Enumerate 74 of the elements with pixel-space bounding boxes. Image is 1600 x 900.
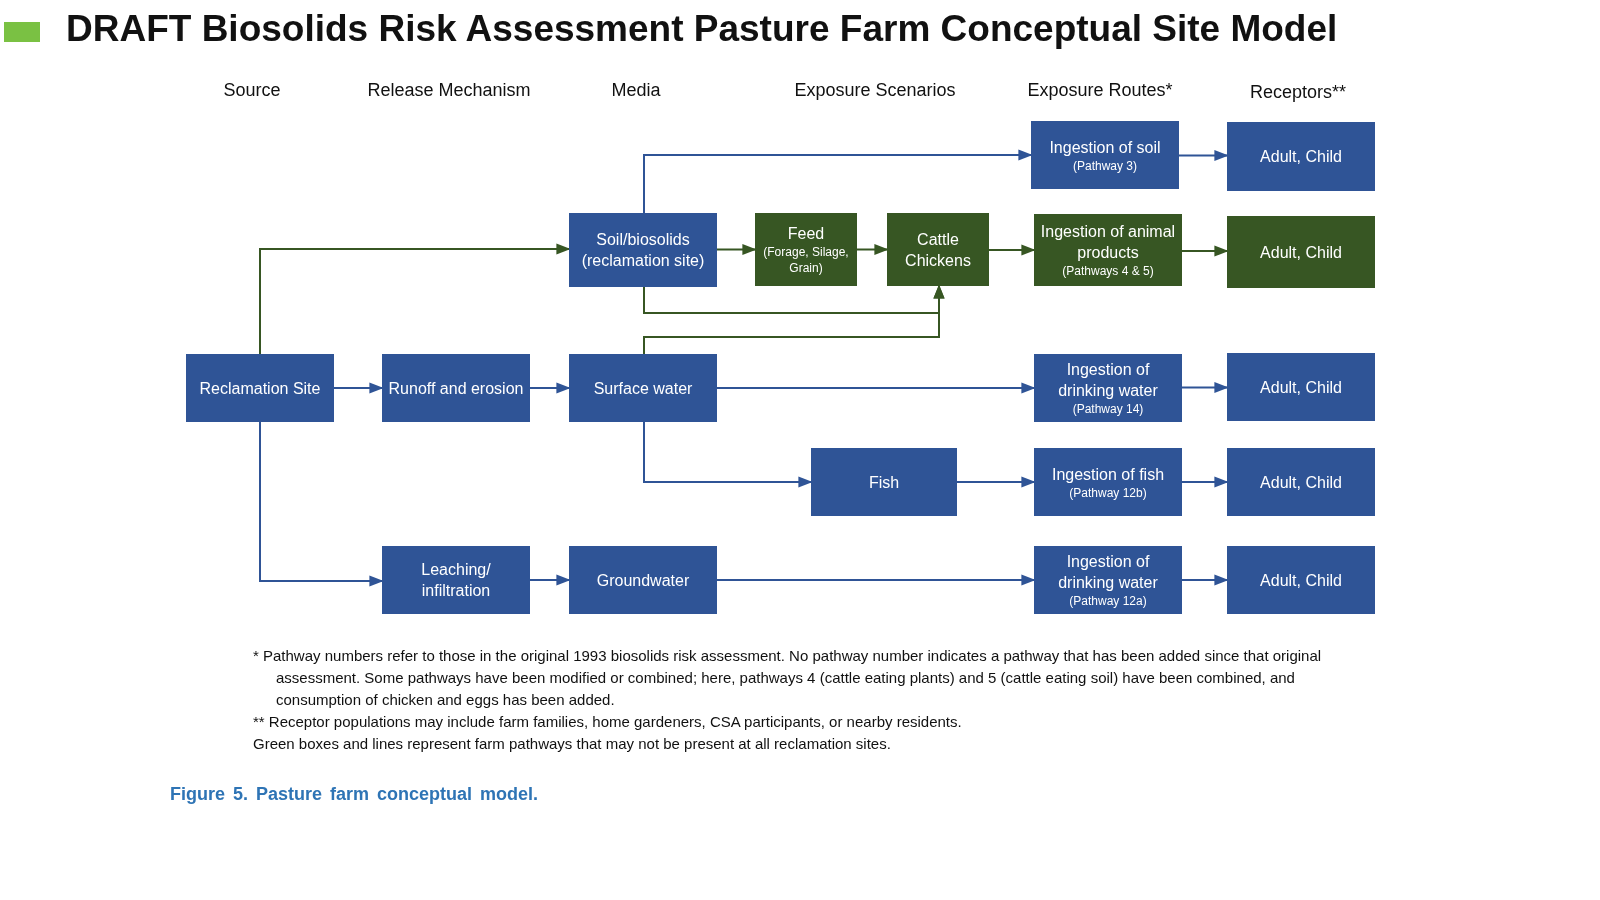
process-box — [569, 213, 717, 287]
process-box — [569, 546, 717, 614]
process-box — [1227, 546, 1375, 614]
box-label: Ingestion of drinking water — [1057, 360, 1159, 401]
footnote: * Pathway numbers refer to those in the original 1993 biosolids risk assessment. No pathway number indicates a pathway that has been added since that original assessment. Some pathways have been modified or combined; here, pathways 4 (cattle eating plants) and 5 (cattle eating soil) have been combined, and consumption of chicken and eggs has been added. — [253, 646, 1323, 710]
process-box — [569, 354, 717, 422]
figure-caption: Figure 5. Pasture farm conceptual model. — [170, 784, 539, 805]
box-label: Soil/biosolids (reclamation site) — [580, 230, 706, 271]
box-label: Adult, Child — [1260, 570, 1342, 591]
process-box — [1034, 354, 1182, 422]
arrow — [333, 382, 384, 394]
arrow — [1181, 245, 1229, 257]
box-label: Feed — [787, 224, 825, 244]
column-header: Exposure Routes* — [1027, 80, 1173, 101]
title: DRAFT Biosolids Risk Assessment Pasture Farm Conceptual Site Model — [66, 8, 1338, 50]
box-label: Adult, Child — [1260, 472, 1342, 493]
box-label: Ingestion of animal products — [1040, 222, 1176, 263]
arrow — [1181, 476, 1229, 488]
process-box — [1034, 546, 1182, 614]
column-header: Source — [223, 80, 281, 101]
arrow — [856, 243, 889, 256]
box-label: Ingestion of soil — [1049, 137, 1161, 158]
column-header: Release Mechanism — [367, 80, 531, 101]
arrow — [956, 476, 1036, 488]
arrow — [716, 243, 757, 256]
process-box — [1031, 121, 1179, 189]
footnote: Green boxes and lines represent farm pathways that may not be present at all reclamation sites. — [253, 734, 891, 754]
column-header: Receptors** — [1250, 82, 1346, 103]
arrow — [529, 574, 571, 586]
box-sublabel: (Pathway 12b) — [1069, 484, 1147, 501]
box-label: Runoff and erosion — [388, 378, 524, 399]
arrow — [259, 243, 571, 355]
box-label: Reclamation Site — [199, 378, 321, 399]
box-label: Ingestion of fish — [1051, 464, 1165, 485]
process-box — [1227, 353, 1375, 421]
arrow — [1181, 381, 1229, 394]
box-label: Cattle Chickens — [904, 229, 972, 271]
arrow — [529, 382, 571, 394]
column-header: Media — [611, 80, 661, 101]
process-box — [1227, 448, 1375, 516]
arrow — [716, 574, 1036, 586]
process-box — [755, 213, 857, 286]
process-box — [1034, 448, 1182, 516]
box-sublabel: (Pathway 12a) — [1069, 593, 1147, 609]
box-label: Ingestion of drinking water — [1057, 552, 1159, 593]
process-box — [382, 546, 530, 614]
process-box — [186, 354, 334, 422]
arrow — [1178, 149, 1229, 162]
box-label: Fish — [868, 472, 900, 493]
process-box — [811, 448, 957, 516]
process-box — [887, 213, 989, 286]
box-label: Leaching/ infiltration — [420, 560, 492, 601]
box-sublabel: (Pathway 14) — [1072, 401, 1144, 417]
arrow — [643, 149, 1033, 214]
column-header: Exposure Scenarios — [794, 80, 956, 101]
box-sublabel: (Pathways 4 & 5) — [1062, 263, 1154, 279]
process-box — [1227, 216, 1375, 288]
arrow — [259, 421, 384, 587]
box-label: Surface water — [593, 378, 693, 399]
box-sublabel: (Forage, Silage, Grain) — [762, 244, 850, 276]
process-box — [1227, 122, 1375, 191]
box-label: Groundwater — [596, 570, 690, 591]
arrow — [1181, 574, 1229, 586]
box-label: Adult, Child — [1260, 242, 1342, 263]
process-box — [382, 354, 530, 422]
arrow — [716, 382, 1036, 394]
arrow — [988, 244, 1036, 256]
box-label: Adult, Child — [1260, 377, 1342, 398]
process-box — [1034, 214, 1182, 286]
box-label: Adult, Child — [1260, 147, 1342, 167]
box-sublabel: (Pathway 3) — [1073, 157, 1137, 174]
arrow — [643, 421, 813, 488]
footnote: ** Receptor populations may include farm families, home gardeners, CSA participants, or nearby residents. — [253, 712, 962, 732]
arrow — [643, 284, 945, 355]
